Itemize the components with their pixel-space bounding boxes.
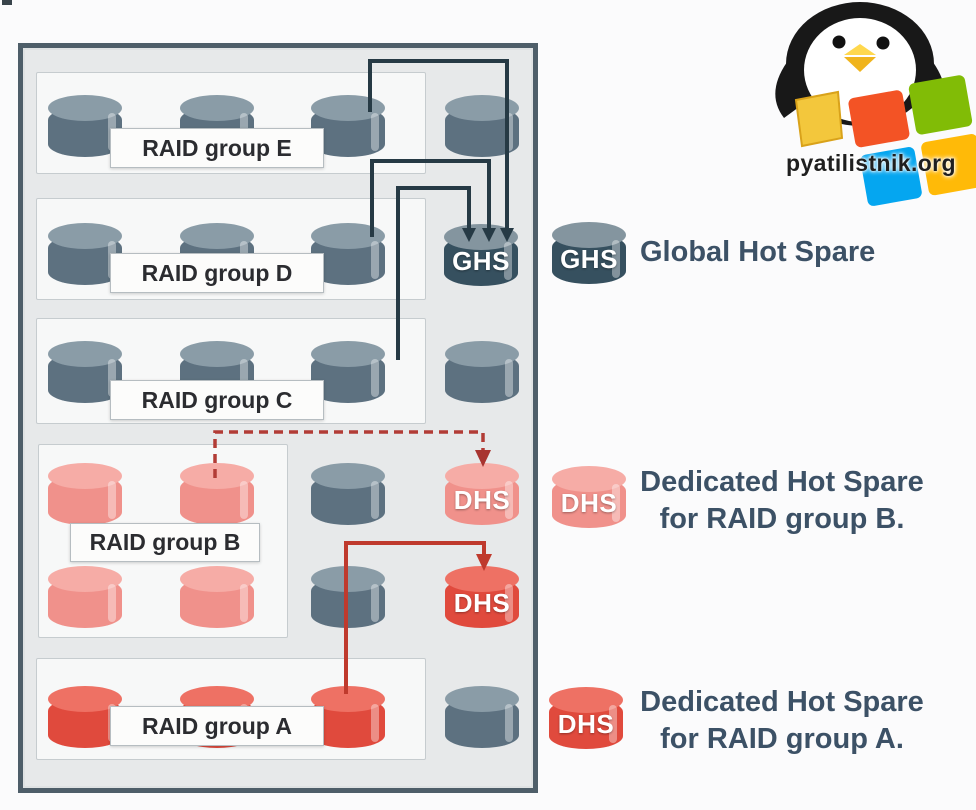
- disk-b1: [48, 463, 122, 527]
- legend-ghs-disk-icon: GHS: [552, 222, 626, 286]
- penguin-windows-logo-icon: [775, 2, 976, 206]
- legend-dhs-a-disk-icon: DHS: [549, 687, 623, 751]
- dhs-a-tag: DHS: [453, 588, 511, 618]
- legend-dhs-b-line1: Dedicated Hot Spare: [640, 466, 924, 498]
- raid-group-e-label: RAID group E: [110, 128, 324, 168]
- disk-unassigned-1: [311, 463, 385, 527]
- windows-flag-icon: [848, 75, 976, 206]
- disk-c4: [445, 341, 519, 405]
- legend-ghs-tag: GHS: [560, 244, 618, 274]
- disk-a1: [48, 686, 122, 750]
- penguin-beak-top: [844, 44, 876, 55]
- disk-b3: [48, 566, 122, 630]
- dhs-b-tag: DHS: [453, 485, 511, 515]
- disk-b4: [180, 566, 254, 630]
- global-hot-spare-disk: GHS: [444, 224, 518, 288]
- raid-group-b-label: RAID group B: [70, 523, 260, 562]
- legend-dhs-a-tag: DHS: [557, 709, 615, 739]
- penguin-beak-bottom: [844, 57, 876, 72]
- legend-dhs-a-line1: Dedicated Hot Spare: [640, 686, 924, 718]
- disk-e4: [445, 95, 519, 159]
- disk-unassigned-2: [311, 566, 385, 630]
- penguin-gold-wing: [794, 90, 844, 148]
- raid-group-c-label: RAID group C: [110, 380, 324, 420]
- dedicated-hot-spare-a-disk: DHS: [445, 566, 519, 630]
- disk-b2: [180, 463, 254, 527]
- legend-dhs-a-line2: for RAID group A.: [660, 723, 904, 755]
- legend-dhs-b-text: Dedicated Hot Spare for RAID group B.: [592, 464, 972, 538]
- image-artifact-speck: [2, 0, 12, 5]
- legend-dhs-a-text: Dedicated Hot Spare for RAID group A.: [592, 684, 972, 758]
- legend-dhs-b-disk-icon: DHS: [552, 466, 626, 530]
- legend-global-hot-spare-text: Global Hot Spare: [640, 236, 876, 268]
- legend-dhs-b-tag: DHS: [560, 488, 618, 518]
- legend-dhs-b-line2: for RAID group B.: [659, 503, 905, 535]
- dedicated-hot-spare-b-disk: DHS: [445, 463, 519, 527]
- raid-group-a-label: RAID group A: [110, 706, 324, 746]
- disk-d1: [48, 223, 122, 287]
- ghs-tag: GHS: [452, 246, 510, 276]
- raid-group-d-label: RAID group D: [110, 253, 324, 293]
- disk-c1: [48, 341, 122, 405]
- disk-c3: [311, 341, 385, 405]
- disk-unassigned-3: [445, 686, 519, 750]
- site-watermark: pyatilistnik.org: [786, 150, 956, 176]
